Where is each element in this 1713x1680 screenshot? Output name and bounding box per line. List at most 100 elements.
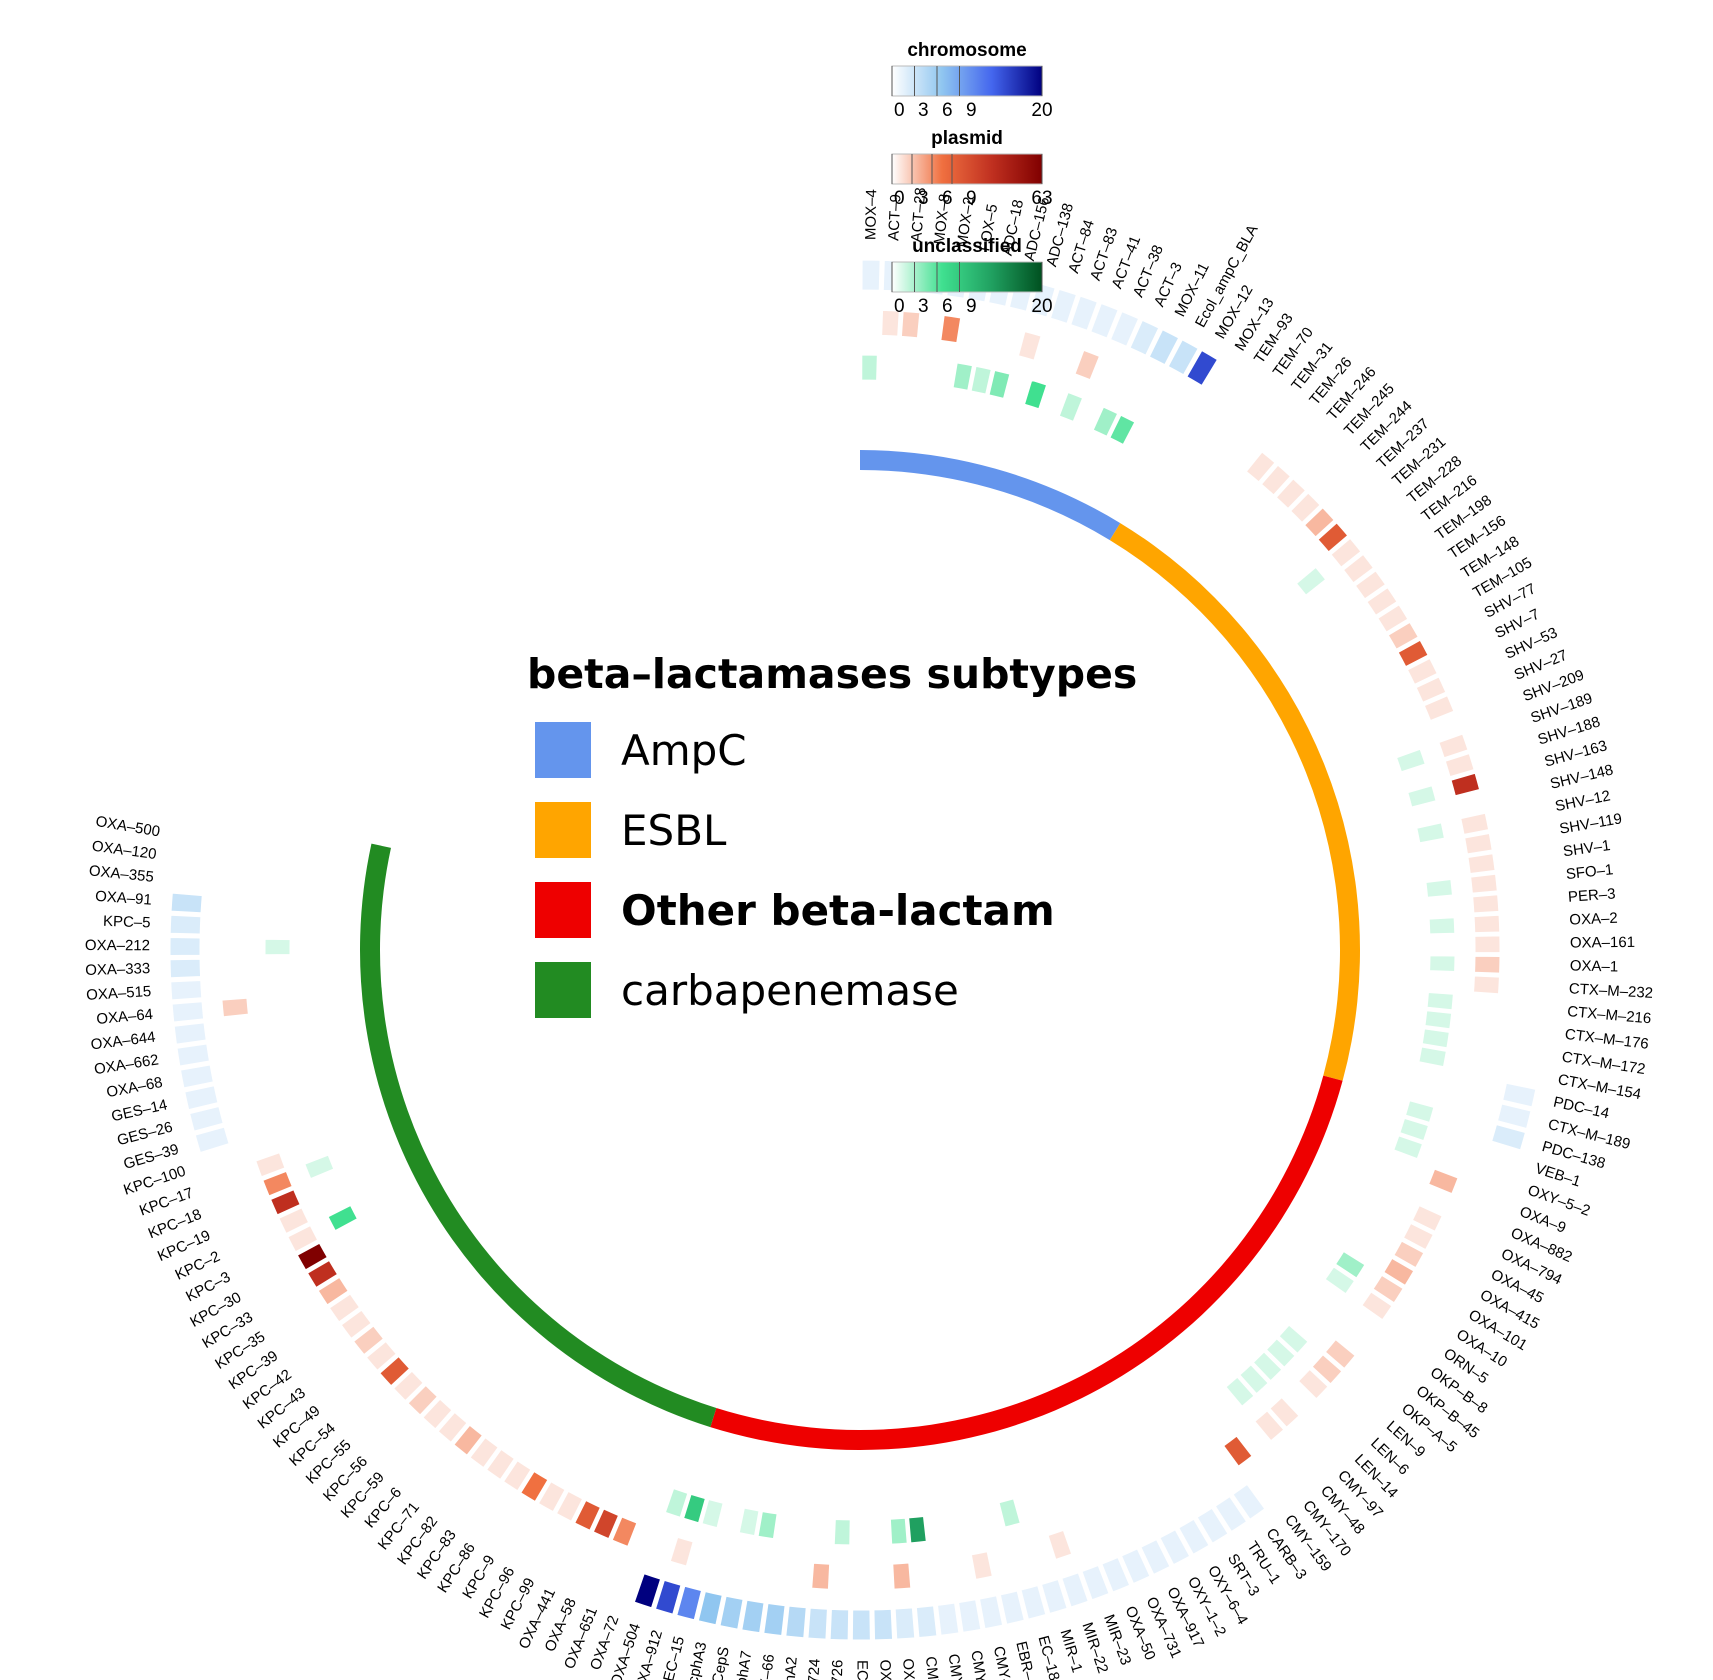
cell-plasmid (1397, 639, 1429, 668)
cell-plasmid (1474, 955, 1501, 974)
cell-plasmid (1223, 1435, 1253, 1467)
gene-label: MOX–4 (862, 189, 880, 240)
gene-label: OXA–724 (803, 1658, 824, 1680)
legend-label-ampc: AmpC (621, 725, 747, 775)
cell-plasmid (1444, 752, 1475, 778)
cell-unclassified (1295, 566, 1327, 596)
cell-chromosome (179, 1064, 214, 1089)
gene-label: OXA–726 (828, 1659, 847, 1680)
cell-plasmid (555, 1490, 584, 1522)
scale-title-unclassified: unclassified (912, 236, 1022, 257)
cell-unclassified (1429, 955, 1456, 973)
cell-unclassified (1058, 391, 1084, 423)
legend-label-carbapenemase: carbapenemase (621, 965, 959, 1015)
cell-chromosome (785, 1605, 807, 1639)
gene-label: CTX–M–216 (1567, 1003, 1652, 1027)
legend-label-esbl: ESBL (621, 805, 727, 855)
scale-title-plasmid: plasmid (931, 128, 1003, 149)
gene-label: OXA–68 (105, 1074, 164, 1101)
cell-chromosome (173, 1022, 207, 1045)
cell-chromosome (1178, 1518, 1210, 1555)
cell-plasmid (1342, 553, 1375, 584)
cell-plasmid (1324, 1339, 1356, 1370)
gene-label: OXA–91 (95, 888, 153, 909)
cell-chromosome (1186, 349, 1219, 387)
cell-chromosome (1491, 1123, 1527, 1151)
cell-unclassified (304, 1154, 335, 1180)
cell-chromosome (169, 936, 201, 956)
gene-label: OXA–515 (86, 983, 152, 1004)
cell-plasmid (1047, 1529, 1073, 1560)
cell-chromosome (170, 979, 203, 1001)
cell-chromosome (176, 1043, 210, 1067)
cell-chromosome (1061, 1572, 1089, 1608)
scale-tick-label: 0 (894, 296, 905, 317)
gene-label: cphA3 (684, 1640, 710, 1680)
cell-plasmid (1387, 621, 1419, 650)
cell-plasmid (1260, 464, 1292, 496)
gene-label: CepS (709, 1645, 733, 1680)
subtype-arc-carbapenemase (360, 843, 717, 1428)
cell-plasmid (393, 1370, 424, 1402)
cell-unclassified (264, 938, 291, 956)
cell-chromosome (1140, 1539, 1171, 1576)
cell-chromosome (1020, 1585, 1047, 1620)
cell-plasmid (1393, 1240, 1425, 1269)
cell-chromosome (1214, 1496, 1248, 1533)
cell-chromosome (999, 1590, 1025, 1625)
cell-plasmid (1330, 537, 1362, 568)
cell-plasmid (221, 997, 249, 1018)
gene-label: EC–18 (1035, 1634, 1063, 1680)
scale-tick-label: 6 (942, 100, 953, 121)
cell-plasmid (1402, 1222, 1434, 1251)
cell-chromosome (978, 1595, 1004, 1630)
cell-plasmid (940, 314, 962, 344)
cell-unclassified (738, 1507, 760, 1537)
scale-tick-label: 3 (918, 188, 929, 209)
scale-bar-plasmid (891, 153, 1043, 185)
cell-plasmid (365, 1340, 397, 1371)
cell-unclassified (1393, 1135, 1424, 1160)
gene-label: SHV–119 (1558, 810, 1623, 837)
gene-label: SHV–1 (1562, 837, 1611, 860)
cell-plasmid (1473, 914, 1501, 934)
cell-plasmid (269, 1189, 301, 1216)
gene-label: CMY–89 (990, 1645, 1018, 1680)
cell-chromosome (807, 1607, 828, 1640)
gene-label: ACT–9 (885, 194, 904, 241)
gene-label: MIR–1 (1057, 1627, 1086, 1674)
scale-tick-label: 0 (894, 100, 905, 121)
scale-tick-label: 9 (966, 100, 977, 121)
cell-chromosome (1081, 1564, 1110, 1601)
cell-unclassified (1426, 991, 1454, 1011)
cell-plasmid (1450, 772, 1481, 797)
cell-plasmid (1473, 975, 1500, 995)
cell-chromosome (1196, 1507, 1229, 1544)
cell-unclassified (1395, 748, 1426, 773)
gene-label: ACT–28 (908, 187, 929, 243)
cell-plasmid (1470, 873, 1498, 894)
cell-plasmid (1464, 832, 1493, 855)
cell-unclassified (1239, 1364, 1269, 1395)
scale-tick-label: 0 (894, 188, 905, 209)
cell-plasmid (1269, 1396, 1300, 1428)
cell-plasmid (1275, 478, 1307, 510)
scale-tick-label: 20 (1031, 296, 1052, 317)
cell-chromosome (1070, 295, 1098, 331)
cell-plasmid (811, 1562, 831, 1590)
cell-plasmid (352, 1325, 385, 1356)
cell-unclassified (1424, 1010, 1453, 1030)
cell-plasmid (1377, 604, 1409, 633)
gene-label: KPC–5 (103, 913, 151, 932)
cell-unclassified (683, 1493, 706, 1524)
cell-plasmid (453, 1424, 484, 1456)
cell-plasmid (502, 1460, 532, 1492)
cell-plasmid (669, 1536, 694, 1567)
cell-chromosome (170, 892, 203, 914)
cell-chromosome (763, 1602, 786, 1637)
cell-chromosome (1232, 1483, 1266, 1520)
scale-tick-label: 3 (918, 100, 929, 121)
gene-label: OXA–1 (1570, 957, 1619, 975)
gene-label: OXA–212 (85, 937, 150, 954)
